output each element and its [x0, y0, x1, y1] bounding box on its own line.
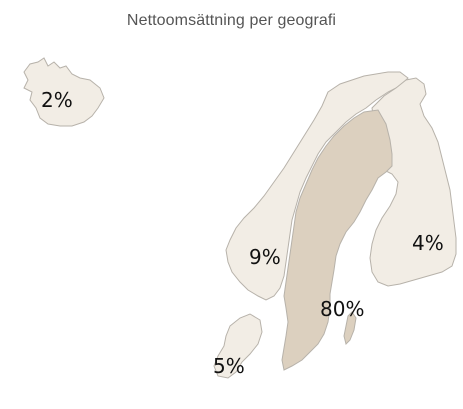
region-iceland[interactable]	[23, 57, 105, 127]
map-title: Nettoomsättning per geografi	[126, 12, 337, 29]
region-denmark[interactable]	[213, 313, 263, 379]
label-iceland: 2%	[41, 88, 73, 112]
region-finland[interactable]	[369, 77, 457, 287]
label-denmark: 5%	[213, 354, 245, 378]
region-sweden-gotland[interactable]	[343, 311, 357, 345]
label-norway: 9%	[249, 245, 281, 269]
label-finland: 4%	[412, 231, 444, 255]
region-sweden[interactable]	[281, 109, 393, 371]
label-sweden: 80%	[320, 297, 364, 321]
